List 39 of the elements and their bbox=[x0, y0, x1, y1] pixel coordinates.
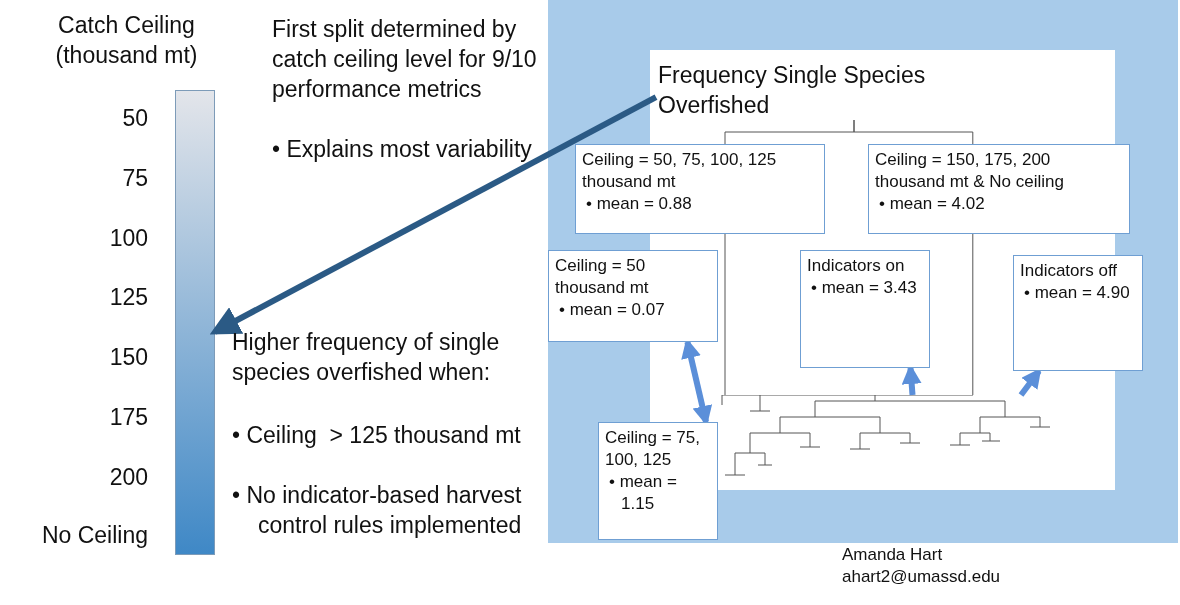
result-box bbox=[868, 144, 1130, 234]
bullet-text: • mean = 1.15 bbox=[608, 471, 678, 515]
tick-label: 200 bbox=[108, 463, 148, 491]
bullet-text: • mean = 0.88 bbox=[585, 193, 693, 215]
bullet-text: • mean = 3.43 bbox=[810, 277, 918, 299]
box-text: Indicators on bbox=[807, 255, 906, 277]
bullet-text: • Ceiling > 125 thousand mt bbox=[232, 421, 522, 450]
box-text: Ceiling = 50, 75, 100, 125 thousand mt bbox=[582, 149, 778, 193]
author-name: Amanda Hart bbox=[842, 544, 943, 565]
tick-label: 150 bbox=[108, 343, 148, 371]
tick-label: 125 bbox=[108, 283, 148, 311]
box-text: Indicators off bbox=[1020, 260, 1119, 282]
bullet-text: • No indicator-based harvest control rules implemented bbox=[232, 481, 523, 540]
tick-label: 50 bbox=[121, 104, 148, 132]
result-box bbox=[548, 250, 718, 342]
tick-label: 100 bbox=[108, 224, 148, 252]
result-box bbox=[800, 250, 930, 368]
tick-label: 175 bbox=[108, 403, 148, 431]
tick-label: 75 bbox=[121, 164, 148, 192]
result-box bbox=[1013, 255, 1143, 371]
email-text: ahart2@umassd.edu bbox=[842, 566, 1001, 587]
box-text: Ceiling = 50 thousand mt bbox=[555, 255, 650, 299]
box-text: Ceiling = 75, 100, 125 bbox=[605, 427, 701, 471]
note-text: First split determined by catch ceiling level for 9/10 performance metrics bbox=[272, 15, 538, 104]
tree-branch-line bbox=[853, 119, 974, 145]
result-box bbox=[575, 144, 825, 234]
bullet-text: • mean = 4.02 bbox=[878, 193, 986, 215]
bullet-text: • mean = 4.90 bbox=[1023, 282, 1131, 304]
axis-title: Catch Ceiling (thousand mt) bbox=[54, 11, 199, 70]
tree-branch-line bbox=[724, 233, 726, 396]
box-text: Ceiling = 150, 175, 200 thousand mt & No ceiling bbox=[875, 149, 1065, 193]
tick-label: No Ceiling bbox=[40, 521, 148, 549]
tree-title: Frequency Single Species Overfished bbox=[656, 60, 1016, 120]
bullet-text: • Explains most variability bbox=[272, 135, 533, 164]
bullet-text: • mean = 0.07 bbox=[558, 299, 666, 321]
note-text: Higher frequency of single species overfished when: bbox=[232, 328, 501, 387]
color-scale-bar bbox=[175, 90, 215, 555]
tree-branch-line bbox=[972, 233, 974, 396]
result-box bbox=[598, 422, 718, 540]
